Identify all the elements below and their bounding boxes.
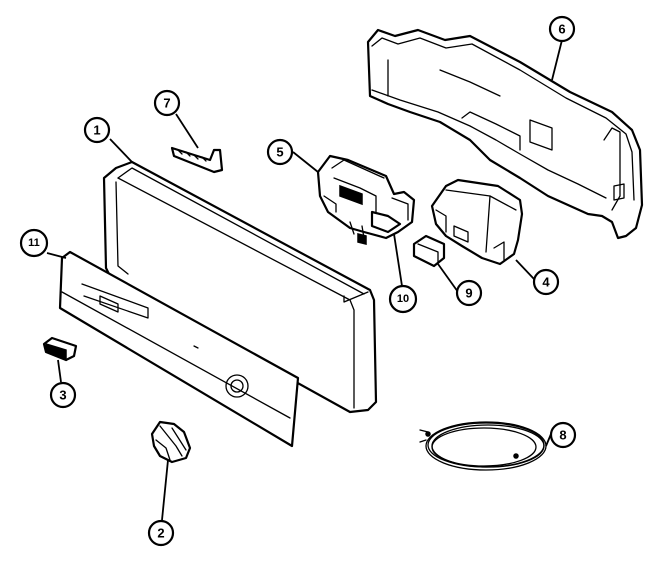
callout-1: 1 bbox=[83, 116, 111, 144]
part-5-switch-assembly bbox=[316, 154, 416, 245]
callout-9-label: 9 bbox=[465, 286, 472, 301]
leader-5 bbox=[292, 151, 319, 173]
callout-8: 8 bbox=[549, 421, 577, 449]
callout-3-label: 3 bbox=[59, 388, 66, 403]
part-8-wire-harness bbox=[419, 421, 547, 471]
callout-10-label: 10 bbox=[397, 293, 409, 305]
callout-7-label: 7 bbox=[163, 96, 170, 111]
leader-7 bbox=[175, 113, 199, 149]
leader-lines bbox=[46, 39, 563, 521]
leader-11 bbox=[46, 252, 67, 259]
callout-5-label: 5 bbox=[276, 145, 283, 160]
part-3-switch bbox=[42, 336, 78, 362]
part-10-plate bbox=[370, 210, 402, 234]
part-2-control-knob bbox=[150, 420, 192, 464]
callout-3: 3 bbox=[49, 381, 77, 409]
callout-9: 9 bbox=[455, 279, 483, 307]
callout-8-label: 8 bbox=[559, 428, 566, 443]
leader-2 bbox=[161, 459, 169, 521]
callout-7: 7 bbox=[153, 89, 181, 117]
part-11-control-overlay bbox=[58, 250, 300, 448]
leader-4 bbox=[515, 259, 535, 280]
callout-2-label: 2 bbox=[157, 526, 164, 541]
callout-4: 4 bbox=[532, 268, 560, 296]
leader-3 bbox=[57, 359, 62, 383]
leader-9 bbox=[437, 263, 459, 293]
leader-10 bbox=[393, 233, 403, 287]
leader-6 bbox=[551, 39, 563, 81]
callout-11: 11 bbox=[19, 228, 49, 258]
callout-6: 6 bbox=[548, 15, 576, 43]
callout-4-label: 4 bbox=[542, 275, 550, 290]
part-9-micro-switch bbox=[412, 234, 446, 268]
callout-11-label: 11 bbox=[28, 237, 40, 249]
leader-1 bbox=[109, 138, 133, 163]
callout-6-label: 6 bbox=[558, 22, 565, 37]
callout-10: 10 bbox=[388, 284, 418, 314]
part-4-timer bbox=[430, 178, 524, 266]
callout-2: 2 bbox=[147, 519, 175, 547]
callout-1-label: 1 bbox=[93, 123, 100, 138]
callout-5: 5 bbox=[266, 138, 294, 166]
part-6-console-housing bbox=[366, 28, 644, 240]
part-7-bracket bbox=[170, 146, 224, 174]
